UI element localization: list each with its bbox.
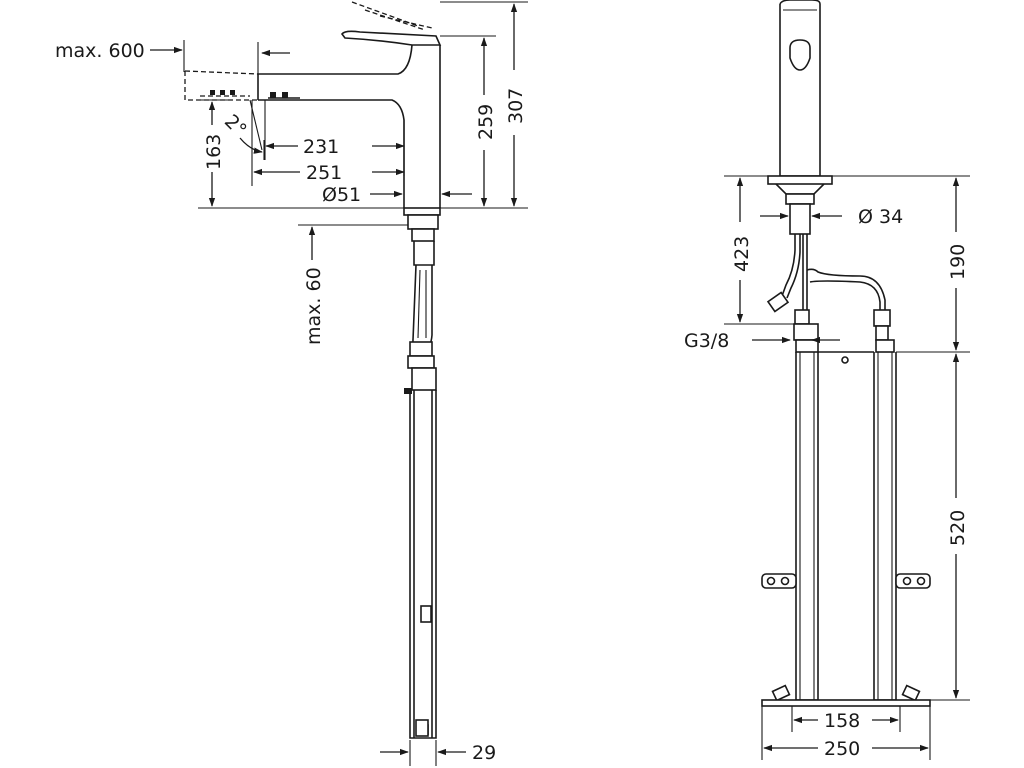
label-231: 231 — [303, 136, 339, 158]
label-158: 158 — [824, 710, 860, 732]
label-423: 423 — [731, 236, 753, 272]
label-251: 251 — [306, 162, 342, 184]
label-307: 307 — [505, 88, 527, 124]
label-max-60: max. 60 — [303, 267, 325, 345]
under-counter-assembly — [404, 214, 439, 739]
label-190: 190 — [947, 244, 969, 280]
label-259: 259 — [475, 104, 497, 140]
label-163: 163 — [203, 134, 225, 170]
label-g3-8: G3/8 — [684, 330, 729, 352]
label-520: 520 — [947, 510, 969, 546]
front-view-dimensions — [724, 175, 970, 760]
lever-raised-ghost — [351, 1, 433, 31]
side-view-dimensions — [150, 1, 528, 766]
front-view: Ø 34 423 G3/8 190 520 158 250 — [684, 0, 970, 760]
pull-out-weight-housing — [761, 323, 931, 707]
label-29: 29 — [472, 742, 496, 764]
faucet-front-body — [767, 0, 833, 235]
bracket-left — [761, 573, 797, 589]
spray-head-extended-ghost — [184, 70, 259, 101]
label-max-600: max. 600 — [55, 40, 145, 62]
label-dia-34: Ø 34 — [858, 206, 903, 228]
label-250: 250 — [824, 738, 860, 760]
side-view-labels: max. 600 163 2° 231 251 Ø51 259 307 max.… — [55, 40, 527, 764]
bracket-right — [895, 573, 931, 589]
label-dia-51: Ø51 — [322, 184, 361, 206]
front-view-labels: Ø 34 423 G3/8 190 520 158 250 — [684, 206, 969, 760]
side-view: max. 600 163 2° 231 251 Ø51 259 307 max.… — [55, 1, 528, 766]
